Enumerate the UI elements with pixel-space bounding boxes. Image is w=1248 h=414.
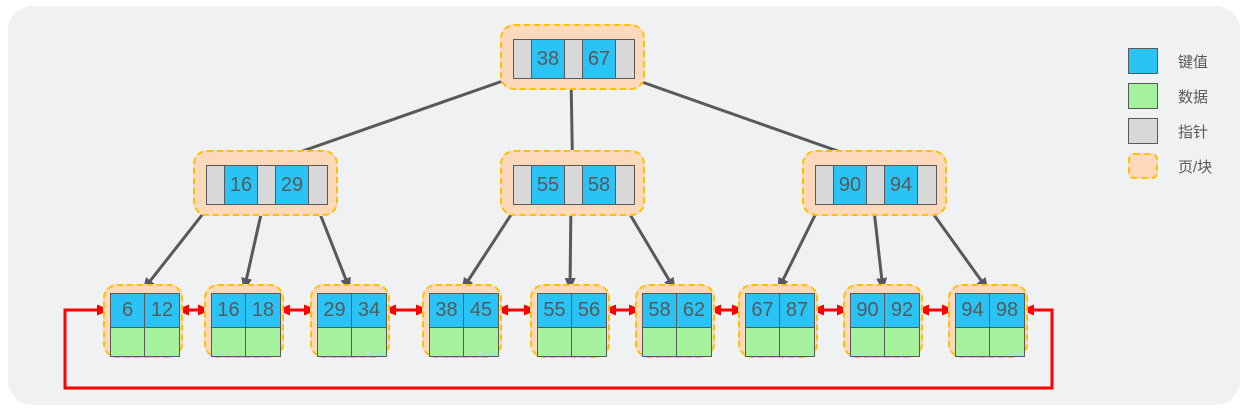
pointer-cell — [514, 40, 532, 78]
key-cell: 56 — [572, 294, 606, 328]
key-cell: 45 — [464, 294, 498, 328]
page-block-internal: 90 94 — [802, 150, 947, 216]
legend-item-key: 键值 — [1128, 48, 1212, 74]
data-cell — [430, 328, 464, 356]
data-swatch — [1128, 83, 1158, 109]
key-cell: 16 — [225, 166, 258, 204]
key-cell: 55 — [538, 294, 572, 328]
pointer-cell — [867, 166, 885, 204]
key-cell: 87 — [780, 294, 814, 328]
page-block-internal: 55 58 — [500, 150, 645, 216]
pointer-cell — [918, 166, 936, 204]
page-swatch — [1128, 153, 1158, 179]
pointer-cell — [816, 166, 834, 204]
data-cell — [677, 328, 711, 356]
data-cell — [780, 328, 814, 356]
key-swatch — [1128, 48, 1158, 74]
key-cell: 90 — [834, 166, 867, 204]
data-cell — [352, 328, 386, 356]
legend-label: 指针 — [1178, 123, 1209, 141]
data-cell — [145, 328, 179, 356]
legend-label: 页/块 — [1178, 158, 1213, 176]
pointer-swatch — [1128, 118, 1158, 144]
key-cell: 38 — [532, 40, 565, 78]
legend-item-page: 页/块 — [1128, 153, 1212, 179]
pointer-cell — [616, 166, 634, 204]
key-cell: 90 — [851, 294, 885, 328]
data-cell — [111, 328, 145, 356]
key-cell: 58 — [583, 166, 616, 204]
legend: 键值数据指针页/块 — [1128, 48, 1212, 179]
legend-label: 键值 — [1178, 53, 1209, 71]
data-cell — [746, 328, 780, 356]
data-cell — [851, 328, 885, 356]
legend-item-data: 数据 — [1128, 83, 1212, 109]
data-cell — [643, 328, 677, 356]
legend-label: 数据 — [1178, 88, 1209, 106]
node-cells-row: 90 94 — [815, 165, 937, 205]
key-cell: 62 — [677, 294, 711, 328]
key-cell: 12 — [145, 294, 179, 328]
node-cells-row: 55 58 — [513, 165, 635, 205]
legend-item-pointer: 指针 — [1128, 118, 1212, 144]
key-cell: 29 — [318, 294, 352, 328]
key-cell: 94 — [885, 166, 918, 204]
key-cell: 18 — [246, 294, 280, 328]
key-cell: 55 — [532, 166, 565, 204]
key-cell: 38 — [430, 294, 464, 328]
pointer-cell — [514, 166, 532, 204]
data-cell — [885, 328, 919, 356]
data-cell — [212, 328, 246, 356]
key-cell: 67 — [583, 40, 616, 78]
data-cell — [990, 328, 1024, 356]
pointer-cell — [309, 166, 327, 204]
data-cell — [572, 328, 606, 356]
data-cell — [538, 328, 572, 356]
pointer-cell — [565, 166, 583, 204]
pointer-cell — [207, 166, 225, 204]
key-cell: 34 — [352, 294, 386, 328]
data-cell — [464, 328, 498, 356]
pointer-cell — [258, 166, 276, 204]
key-cell: 92 — [885, 294, 919, 328]
key-cell: 67 — [746, 294, 780, 328]
key-cell: 16 — [212, 294, 246, 328]
pointer-cell — [616, 40, 634, 78]
data-cell — [318, 328, 352, 356]
key-cell: 58 — [643, 294, 677, 328]
node-cells-row: 38 67 — [513, 39, 635, 79]
key-cell: 29 — [276, 166, 309, 204]
page-block-root: 38 67 — [500, 24, 645, 90]
key-cell: 6 — [111, 294, 145, 328]
pointer-cell — [565, 40, 583, 78]
data-cell — [956, 328, 990, 356]
key-cell: 94 — [956, 294, 990, 328]
key-cell: 98 — [990, 294, 1024, 328]
data-cell — [246, 328, 280, 356]
